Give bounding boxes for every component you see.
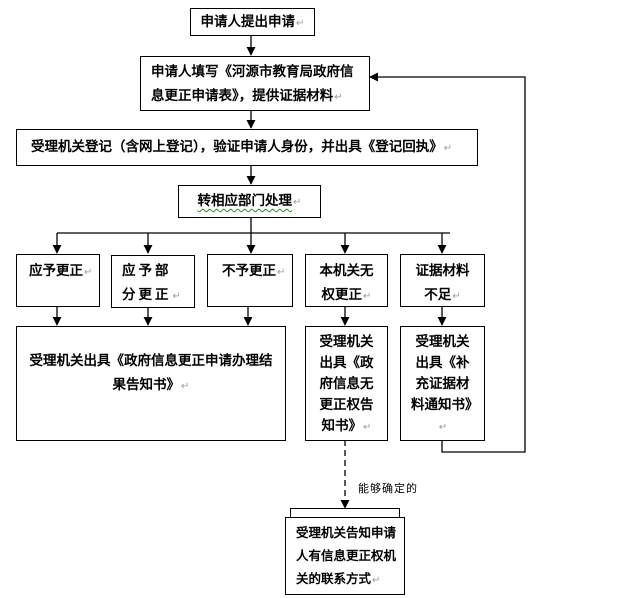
node-fill-form-text: 申请人填写《河源市教育局政府信息更正申请表》，提供证据材料: [151, 64, 354, 104]
node-inform-contact: 受理机关告知申请人有信息更正权机关的联系方式↵: [285, 517, 405, 595]
node-supplement-notice: 受理机关出具《补充证据材料通知书》 ↵: [400, 326, 485, 441]
node-no-authority-notice-text: 受理机关出具《政府信息无更正权告知书》: [319, 334, 374, 434]
node-inform-contact-text: 受理机关告知申请人有信息更正权机关的联系方式: [296, 525, 397, 586]
node-apply-text: 申请人提出申请: [200, 14, 296, 30]
paragraph-mark-icon: ↵: [277, 267, 286, 278]
node-supplement-notice-text: 受理机关出具《补充证据材料通知书》: [411, 334, 479, 413]
paragraph-mark-icon: ↵: [334, 92, 343, 103]
paragraph-mark-icon: ↵: [363, 291, 372, 302]
node-no-correct-text: 不予更正: [222, 263, 276, 279]
node-inform-contact-tab: [290, 508, 400, 518]
paragraph-mark-icon: ↵: [372, 575, 381, 586]
node-insufficient-evidence-text: 证据材料不足: [415, 263, 470, 303]
paragraph-mark-icon: ↵: [438, 422, 448, 433]
node-no-authority-notice: 受理机关出具《政府信息无更正权告知书》↵: [305, 326, 388, 441]
node-register: 受理机关登记（含网上登记），验证申请人身份，并出具《登记回执》↵: [16, 129, 478, 166]
node-register-text: 受理机关登记（含网上登记），验证申请人身份，并出具《登记回执》: [31, 139, 443, 155]
node-should-correct-text: 应予更正: [29, 263, 83, 279]
loop-back-line: [369, 72, 526, 453]
paragraph-mark-icon: ↵: [293, 197, 302, 208]
node-transfer-text: 转相应部门处理: [197, 193, 293, 209]
paragraph-mark-icon: ↵: [363, 422, 372, 433]
node-no-correct: 不予更正↵: [207, 254, 293, 307]
node-transfer: 转相应部门处理↵: [178, 185, 321, 218]
node-apply: 申请人提出申请↵: [190, 8, 315, 36]
node-fill-form: 申请人填写《河源市教育局政府信息更正申请表》，提供证据材料↵: [140, 56, 370, 111]
node-no-authority: 本机关无权更正↵: [305, 254, 388, 307]
node-no-authority-text: 本机关无权更正: [319, 263, 374, 303]
paragraph-mark-icon: ↵: [181, 381, 190, 392]
paragraph-mark-icon: ↵: [443, 143, 453, 154]
node-partial-correct-text: 应予部分更正: [122, 263, 172, 303]
paragraph-mark-icon: ↵: [452, 291, 461, 302]
node-should-correct: 应予更正↵: [16, 254, 100, 307]
node-insufficient-evidence: 证据材料不足↵: [400, 254, 485, 307]
node-partial-correct: 应予部分更正↵: [111, 255, 195, 308]
paragraph-mark-icon: ↵: [172, 291, 184, 302]
edge-label-determinable: 能够确定的: [358, 482, 418, 495]
paragraph-mark-icon: ↵: [296, 18, 305, 29]
paragraph-mark-icon: ↵: [84, 267, 93, 278]
node-result-notice: 受理机关出具《政府信息更正申请办理结果告知书》↵: [16, 326, 286, 441]
node-result-notice-text: 受理机关出具《政府信息更正申请办理结果告知书》: [29, 353, 273, 393]
